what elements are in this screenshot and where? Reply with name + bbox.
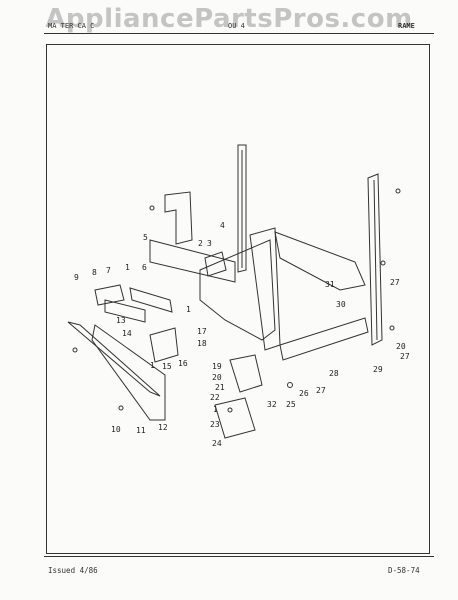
callout-10: 10 [111,425,121,434]
screw [72,347,78,353]
header-center: OU 4 [228,22,245,30]
screw [118,405,124,411]
diagram-code: D-58-74 [388,566,420,575]
issued-date: Issued 4/86 [48,566,98,575]
callout-8: 8 [92,268,97,277]
callout-5: 5 [143,233,148,242]
callout-29: 29 [373,365,383,374]
plate-6 [129,287,173,313]
callout-27a: 27 [390,278,400,287]
callout-32: 32 [267,400,277,409]
callout-9: 9 [74,273,79,282]
screw [287,382,293,388]
callout-28: 28 [329,369,339,378]
callout-18: 18 [197,339,207,348]
screw [149,205,155,211]
header-right: RAME [398,22,415,30]
callout-17: 17 [197,327,207,336]
frame-body [199,239,276,341]
hinge-assembly [229,354,263,393]
arm-31 [274,231,366,291]
part-13 [104,299,146,323]
screw [389,325,395,331]
callout-1c: 1 [150,361,155,370]
callout-2: 2 [198,239,203,248]
bracket-16 [149,327,179,363]
callout-15: 15 [162,362,172,371]
bracket-2-3 [204,251,227,277]
callout-21: 21 [215,383,225,392]
callout-1b: 1 [186,305,191,314]
callout-16: 16 [178,359,188,368]
hinge-23 [214,397,256,439]
callout-23: 23 [210,420,220,429]
bar-12 [91,324,166,421]
header-rule [44,33,434,34]
callout-24: 24 [212,439,222,448]
callout-27: 27 [316,386,326,395]
callout-26: 26 [299,389,309,398]
callout-31: 31 [325,280,335,289]
callout-20: 20 [212,373,222,382]
callout-3: 3 [207,239,212,248]
bar-11 [67,321,161,397]
callout-7: 7 [106,266,111,275]
watermark-text: AppliancePartsPros.com [45,4,413,34]
callout-27b: 27 [400,352,410,361]
header-left: MA TER CA C [48,22,95,30]
callout-25: 25 [286,400,296,409]
callout-11: 11 [136,426,146,435]
callout-13: 13 [116,316,126,325]
callout-19: 19 [212,362,222,371]
screw [380,260,386,266]
frame-top-bracket [164,191,193,245]
vertical-rail-left [237,144,247,273]
diagram-frame [46,44,430,554]
callout-14: 14 [122,329,132,338]
rail-28 [279,317,369,361]
footer-rule [44,556,434,557]
screw [227,407,233,413]
callout-22: 22 [210,393,220,402]
part-8 [94,284,125,306]
callout-1: 1 [213,405,218,414]
callout-6: 6 [142,263,147,272]
screw [395,188,401,194]
callout-4: 4 [220,221,225,230]
cross-member [149,239,236,283]
vertical-rail-right [367,173,383,346]
callout-1a: 1 [125,263,130,272]
callout-20a: 20 [396,342,406,351]
callout-12: 12 [158,423,168,432]
callout-30: 30 [336,300,346,309]
